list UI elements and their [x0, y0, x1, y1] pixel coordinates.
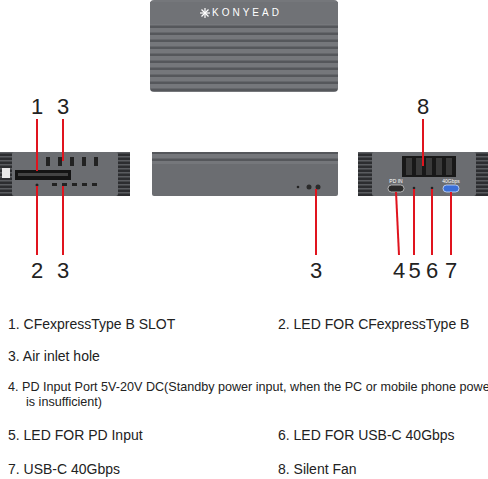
front-view	[152, 152, 338, 196]
vent-hole	[58, 157, 62, 166]
fan-blade	[446, 158, 452, 175]
callout-number: 3	[48, 94, 78, 120]
leader-line	[422, 119, 424, 166]
leader-line	[202, 10, 209, 17]
legend-item: 6. LED FOR USB-C 40Gbps	[278, 427, 484, 444]
top-view	[150, 0, 338, 92]
fan-blade	[426, 158, 432, 175]
legend-item: 2. LED FOR CFexpressType B	[278, 316, 484, 333]
left-view	[0, 152, 130, 196]
fan-blade	[416, 158, 422, 175]
leader-line	[62, 119, 64, 161]
callout-number: 3	[301, 258, 331, 284]
side-fins	[0, 152, 130, 196]
fan-opening	[402, 156, 456, 177]
leader-line	[450, 192, 452, 255]
vent-hole	[94, 157, 98, 166]
leader-line	[62, 186, 64, 255]
vent-hole	[72, 183, 77, 186]
legend-item: 3. Air inlet hole	[8, 348, 270, 365]
port-label: 40Gbps	[436, 178, 466, 184]
legend-item: 8. Silent Fan	[278, 461, 484, 478]
leader-line	[396, 192, 399, 255]
led	[413, 187, 416, 190]
leader-line	[36, 119, 38, 171]
card-slot-inner	[18, 173, 68, 176]
fan-blade	[436, 158, 442, 175]
top-housing	[150, 0, 338, 92]
vent-hole	[52, 183, 57, 186]
vent-hole	[46, 157, 50, 166]
legend-item: 5. LED FOR PD Input	[8, 427, 270, 444]
legend-item: 1. CFexpressType B SLOT	[8, 316, 270, 333]
callout-number: 1	[22, 94, 52, 120]
legend-item: 4. PD Input Port 5V-20V DC(Standby power…	[8, 380, 488, 410]
logo-band	[150, 2, 338, 24]
logo-star	[200, 8, 210, 18]
front-panel	[152, 152, 338, 196]
port-label: PD IN	[381, 178, 411, 184]
front-ribs	[152, 152, 338, 164]
leader-line	[413, 189, 415, 255]
leader-line	[36, 186, 38, 255]
callout-number: 3	[48, 258, 78, 284]
callout-number: 8	[408, 94, 438, 120]
card-slot	[15, 170, 71, 180]
vent-hole	[62, 183, 67, 186]
leader-lines	[37, 119, 451, 255]
lock-icon	[2, 168, 10, 178]
led	[297, 186, 300, 189]
led	[431, 187, 434, 190]
callout-number: 2	[22, 258, 52, 284]
vent-hole	[82, 157, 86, 166]
vent-hole	[70, 157, 74, 166]
callout-number: 4	[391, 258, 407, 284]
usb-c-port	[443, 185, 459, 192]
leader-line	[202, 10, 209, 17]
leader-line	[431, 189, 433, 255]
callout-number: 5	[407, 258, 422, 284]
legend-item: 7. USB-C 40Gbps	[8, 461, 270, 478]
vent-hole	[82, 183, 87, 186]
vent-hole	[92, 183, 97, 186]
callout-number: 6	[424, 258, 440, 284]
brand-logo: KONYEAD	[212, 7, 302, 19]
vent-hole	[307, 185, 312, 190]
vent-hole	[316, 185, 321, 190]
callout-number: 7	[443, 258, 459, 284]
usb-c-port	[388, 185, 404, 192]
fan-blade	[406, 158, 412, 175]
leader-line	[315, 189, 317, 255]
side-panel	[12, 152, 118, 196]
